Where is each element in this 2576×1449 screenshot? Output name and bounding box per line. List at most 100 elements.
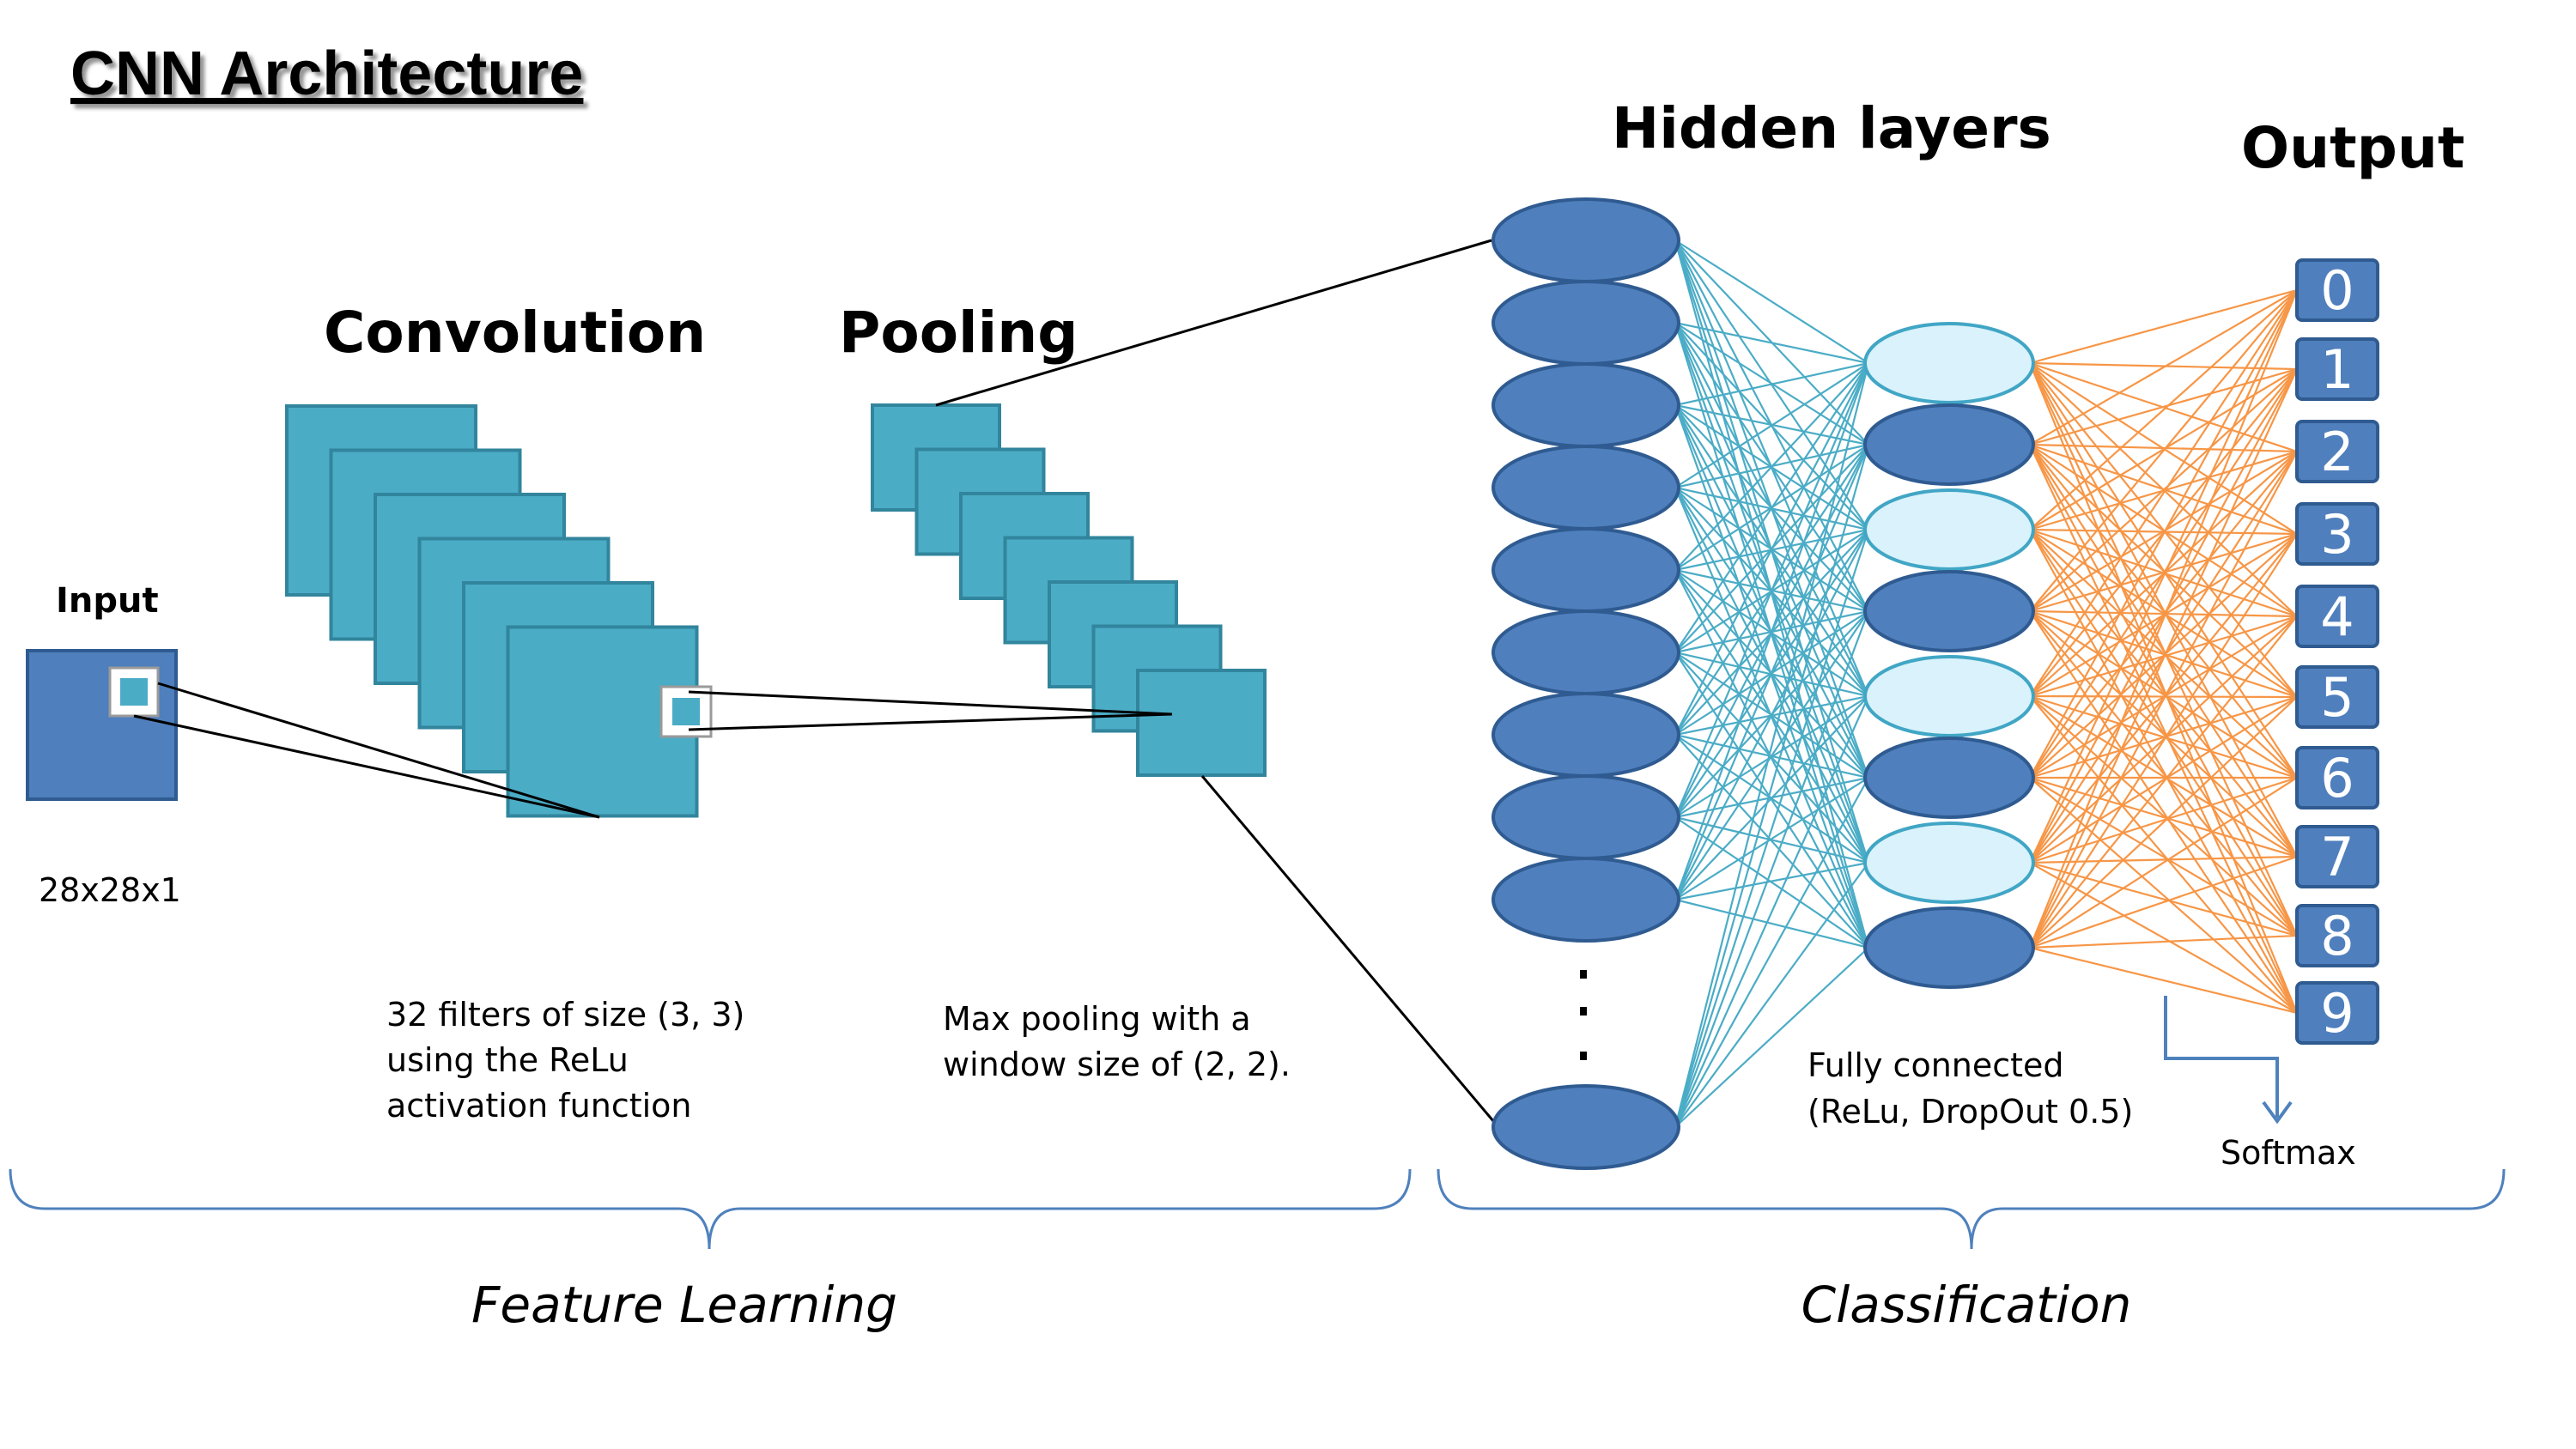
output-connection [2029,368,2298,779]
hidden-connection [1674,362,1869,571]
ellipsis-dot [1580,1052,1587,1060]
output-class-box [2295,825,2379,888]
hidden-connection [1674,239,1869,364]
hidden-connection [1674,777,1869,900]
output-connection [2029,444,2298,698]
output-connection [2029,946,2298,1015]
hidden-neuron [1492,445,1680,530]
input-size-label: 28x28x1 [39,871,181,909]
output-class-label: 1 [2320,338,2354,401]
stage-connection-line [688,690,1173,716]
output-connection [2029,368,2298,612]
output-connection [2029,529,2298,1014]
ellipsis-dots [1580,970,1587,1060]
hidden-connection [1674,444,1870,1128]
hidden-neuron [1492,527,1680,613]
output-class-box [2295,585,2379,648]
output-connection [2029,289,2298,612]
output-class-box [2295,420,2379,483]
convolution-caption-2: using the ReLu [386,1041,629,1079]
output-class-box [2295,904,2379,967]
hidden-connection [1674,529,1869,900]
convolution-heading: Convolution [324,300,706,366]
output-connection [2029,615,2298,949]
output-connection [2029,696,2298,864]
ellipsis-dot [1580,1007,1587,1016]
hidden-neuron [1492,609,1680,695]
output-connection [2029,777,2298,949]
output-connection [2029,529,2298,937]
output-class-label: 4 [2320,585,2354,648]
output-connection [2029,289,2298,530]
dropout-neuron [1863,488,2035,571]
hidden-connection [1674,362,1869,736]
stage-connection-line [688,712,1173,731]
hidden-neuron [1492,692,1680,778]
output-class-label: 6 [2320,747,2354,809]
hidden-connection [1674,362,1870,900]
output-layer-connections [2028,288,2299,1015]
classification-brace [1437,1168,2506,1250]
output-connection [2029,444,2298,937]
input-label: Input [56,581,159,621]
hidden-neuron [1492,197,1680,283]
classification-label: Classification [1801,1276,2132,1334]
output-class-box [2295,502,2379,566]
output-connection [2029,862,2298,1014]
convolution-feature-maps [285,404,713,818]
output-class-box [2295,665,2379,729]
output-connection [2029,696,2298,949]
output-connection [2029,609,2298,699]
hidden-connection [1674,695,1869,900]
output-class-box [2295,337,2379,401]
output-connection [2029,776,2298,864]
output-connection [2029,368,2298,864]
output-class-label: 5 [2320,666,2354,729]
input-receptive-field-center [120,678,148,706]
stage-connection-line [1200,775,1500,1128]
output-class-label: 3 [2320,503,2354,566]
output-connection [2029,776,2298,858]
output-connection [2029,289,2298,779]
ellipsis-dot [1580,970,1587,979]
output-connection [2029,367,2298,446]
output-connection [2029,451,2298,949]
hidden-connection [1674,529,1870,1128]
hidden-connection [1674,444,1870,900]
feature-learning-label: Feature Learning [471,1276,897,1334]
output-heading: Output [2241,115,2464,181]
hidden-connection [1674,610,1869,900]
output-connection [2029,855,2298,864]
hidden-connection [1674,898,1869,949]
hidden-caption-2: (ReLu, DropOut 0.5) [1807,1093,2133,1131]
hidden-connection [1674,695,1870,1128]
dropout-neuron [1863,322,2035,404]
hidden-neuron [1492,362,1680,448]
output-class-box [2295,981,2379,1045]
softmax-label: Softmax [2221,1134,2356,1172]
hidden-connection [1674,362,1870,1128]
output-connection [2029,361,2298,371]
hidden-connection [1674,361,1869,407]
output-connection [2029,610,2298,1014]
softmax-arrow [2164,996,2279,1118]
hidden-neuron [1492,857,1680,943]
output-connection [2029,533,2298,949]
feature-learning-brace [9,1168,1412,1250]
output-connection [2029,289,2298,446]
softmax-arrow-head [2262,1100,2293,1125]
output-connection [2029,288,2298,365]
hidden-neuron [1492,774,1680,860]
pool-feature-map [1136,669,1267,777]
pooling-heading: Pooling [839,300,1078,366]
hidden-neuron [1492,280,1680,366]
hidden-layer-2 [1863,322,2035,989]
output-connection [2028,362,2299,1014]
stage-connection-line [133,714,600,819]
output-class-label: 9 [2320,982,2354,1045]
stage-connection-line [935,239,1492,407]
convolution-caption-1: 32 filters of size (3, 3) [386,996,744,1034]
pooling-caption-1: Max pooling with a [943,1000,1251,1038]
output-connection [2029,289,2298,864]
